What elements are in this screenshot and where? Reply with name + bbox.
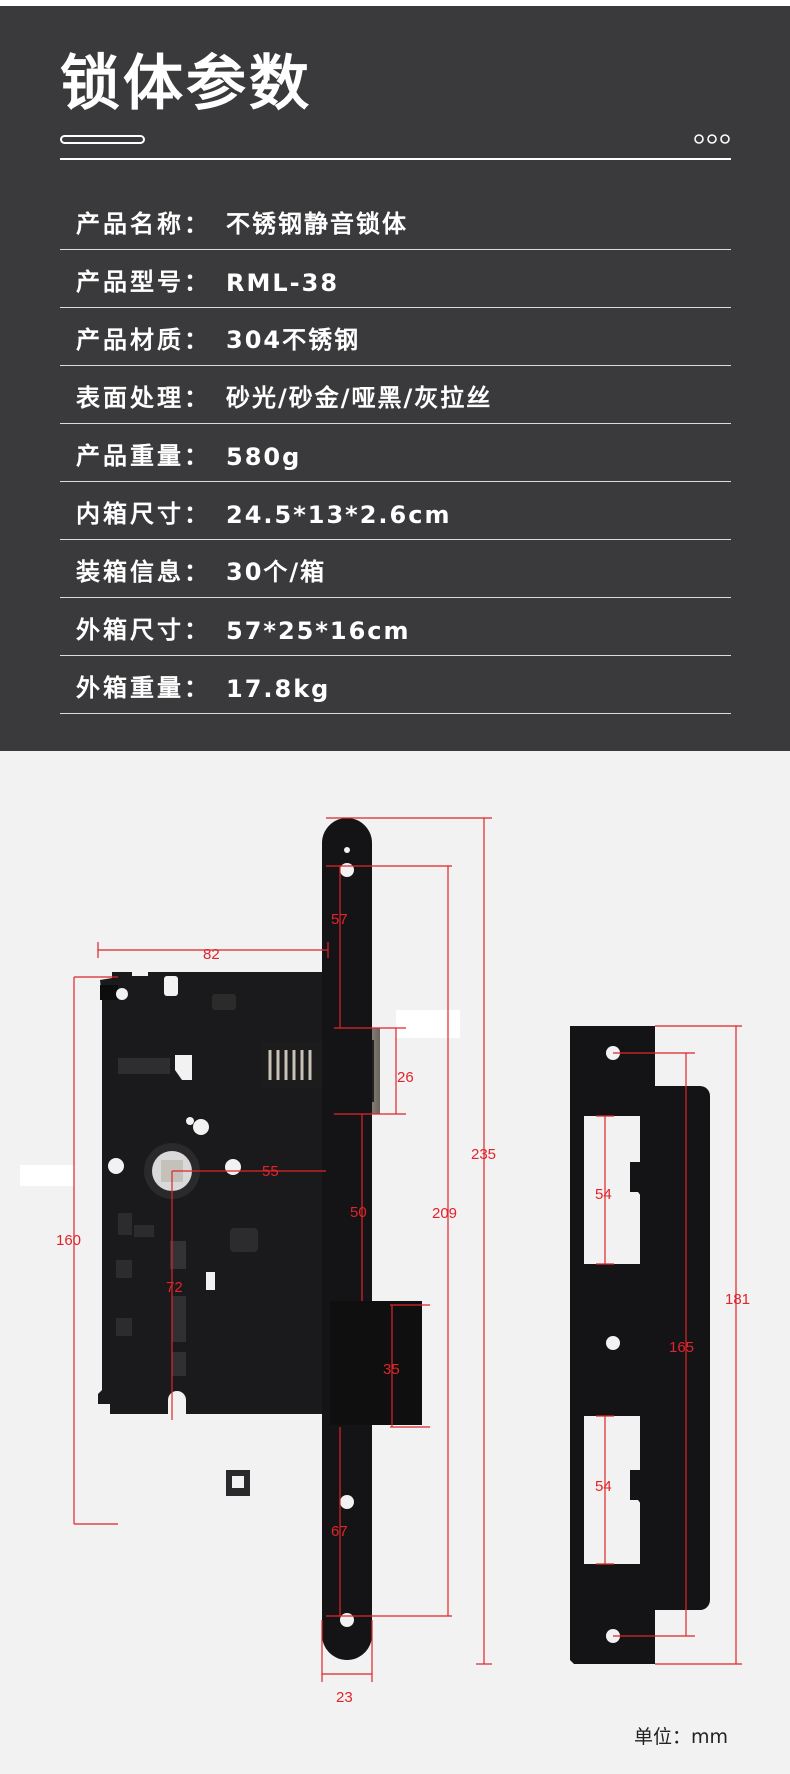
page-title: 锁体参数 [60, 49, 312, 119]
spec-row-model: 产品型号： RML-38 [60, 250, 731, 308]
spec-value: 砂光/砂金/哑黑/灰拉丝 [226, 384, 493, 412]
spec-row-packing: 装箱信息： 30个/箱 [60, 540, 731, 598]
dimension-lines [73, 817, 742, 1682]
spec-value: 580g [226, 443, 302, 471]
spec-value: 不锈钢静音锁体 [226, 210, 408, 238]
spec-row-weight: 产品重量： 580g [60, 424, 731, 482]
dim-label-82: 82 [203, 946, 220, 963]
spec-label: 装箱信息： [76, 558, 211, 586]
spec-value: 304不锈钢 [226, 326, 361, 354]
dim-label-54-upper: 54 [595, 1186, 612, 1203]
spec-row-inner-box-size: 内箱尺寸： 24.5*13*2.6cm [60, 482, 731, 540]
spec-row-outer-box-weight: 外箱重量： 17.8kg [60, 656, 731, 714]
spec-label: 外箱尺寸： [76, 616, 211, 644]
spec-label: 产品材质： [76, 326, 211, 354]
dim-label-55: 55 [262, 1163, 279, 1180]
spec-label: 产品型号： [76, 268, 211, 296]
spec-label: 表面处理： [76, 384, 211, 412]
dim-label-54-lower: 54 [595, 1478, 612, 1495]
spec-row-material: 产品材质： 304不锈钢 [60, 308, 731, 366]
spec-value: 30个/箱 [226, 558, 327, 586]
dim-label-209: 209 [432, 1205, 457, 1222]
spec-label: 内箱尺寸： [76, 500, 211, 528]
dim-label-160: 160 [56, 1232, 81, 1249]
dim-label-23: 23 [336, 1689, 353, 1706]
spec-value: 17.8kg [226, 675, 331, 703]
spec-value: 57*25*16cm [226, 617, 411, 645]
deadbolt [330, 1301, 422, 1425]
title-divider [60, 158, 731, 160]
spec-label: 产品名称： [76, 210, 211, 238]
spec-label: 产品重量： [76, 442, 211, 470]
three-dots-icon [694, 134, 730, 144]
dim-label-67: 67 [331, 1523, 348, 1540]
dim-label-57: 57 [331, 911, 348, 928]
dim-label-72: 72 [166, 1279, 183, 1296]
dim-label-181: 181 [725, 1291, 750, 1308]
dim-label-165: 165 [669, 1339, 694, 1356]
spec-row-product-name: 产品名称： 不锈钢静音锁体 [60, 192, 731, 250]
spec-row-finish: 表面处理： 砂光/砂金/哑黑/灰拉丝 [60, 366, 731, 424]
lock-dimension-diagram: 82 57 26 235 55 50 209 160 72 35 67 23 5… [20, 817, 750, 1706]
dim-label-50: 50 [350, 1204, 367, 1221]
title-underline-pill [60, 135, 145, 144]
spec-row-outer-box-size: 外箱尺寸： 57*25*16cm [60, 598, 731, 656]
spec-value: 24.5*13*2.6cm [226, 501, 452, 529]
spec-panel: 锁体参数 产品名称： 不锈钢静音锁体 产品型号： RML-38 产品材质： 30… [0, 6, 790, 751]
dim-label-26: 26 [397, 1069, 414, 1086]
spec-label: 外箱重量： [76, 674, 211, 702]
dim-label-235: 235 [471, 1146, 496, 1163]
spec-value: RML-38 [226, 269, 340, 297]
top-strip [0, 0, 790, 6]
unit-note: 单位：mm [634, 1726, 729, 1748]
dim-label-35: 35 [383, 1361, 400, 1378]
